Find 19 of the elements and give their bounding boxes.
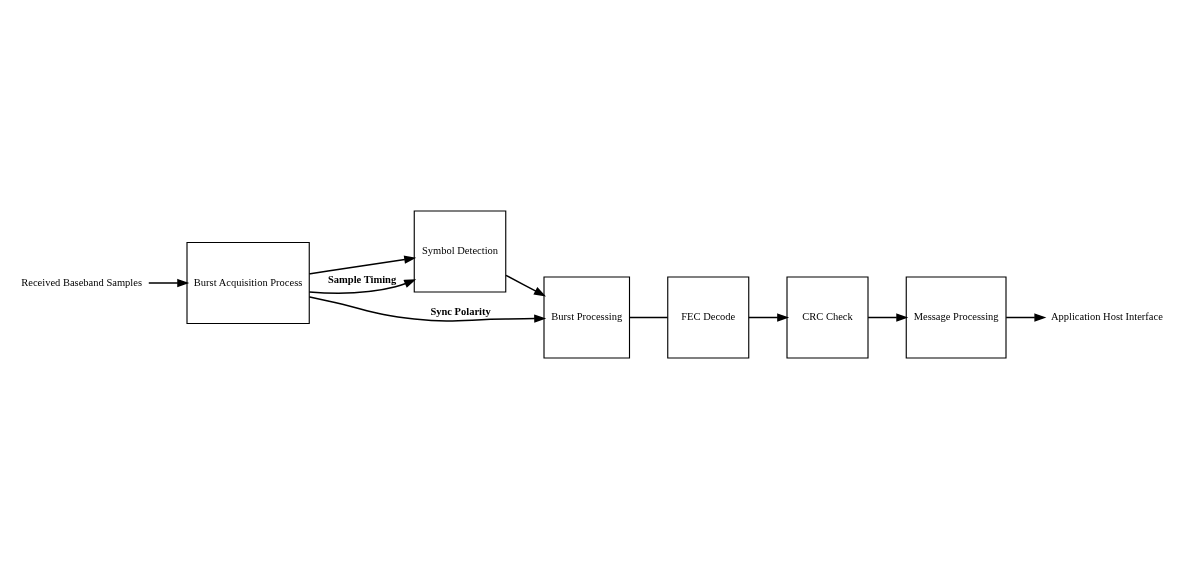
node-box: Message Processing xyxy=(905,276,1007,359)
arrow xyxy=(748,313,790,322)
arrow xyxy=(308,255,417,275)
arrow xyxy=(1005,313,1047,322)
edge-label: Sync Polarity xyxy=(430,306,491,318)
connector xyxy=(629,316,669,319)
node-box: CRC Check xyxy=(786,276,869,359)
node-text: Application Host Interface xyxy=(1050,311,1163,323)
node-box: FEC Decode xyxy=(667,276,750,359)
arrow xyxy=(867,313,909,322)
node-box: Burst Acquisition Process xyxy=(186,241,310,325)
arrow xyxy=(308,279,417,294)
arrow xyxy=(308,296,547,323)
arrow xyxy=(148,278,190,288)
node-text: Received Baseband Samples xyxy=(21,276,142,288)
edge-label: Sample Timing xyxy=(328,274,397,286)
arrow xyxy=(505,274,546,297)
node-box: Symbol Detection xyxy=(413,210,507,293)
node-box: Burst Processing xyxy=(543,276,631,359)
